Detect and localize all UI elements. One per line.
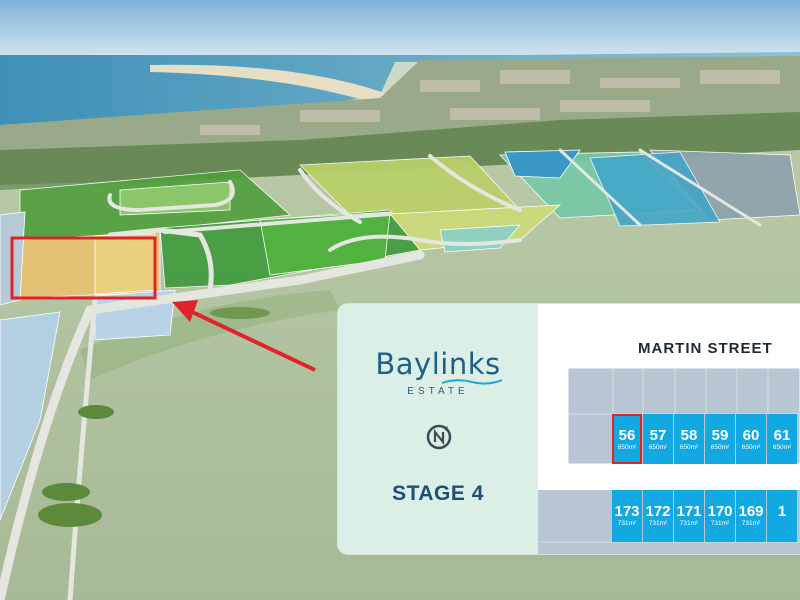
highlight-box: [10, 236, 157, 300]
lot-area: 731m²: [679, 520, 699, 527]
sky: [0, 0, 800, 60]
lot-number: 173: [614, 503, 640, 520]
lot-area: 731m²: [710, 520, 730, 527]
shrubs: [38, 307, 270, 527]
compass-icon: [426, 424, 452, 450]
lot-number: 171: [676, 503, 702, 520]
stage-title: STAGE 4: [392, 482, 484, 505]
estate-branding-panel: Baylinks ESTATE STAGE 4: [338, 304, 538, 554]
lot-area: 650m²: [710, 444, 730, 451]
lot-number: 59: [711, 427, 729, 444]
lot-area: 650m²: [772, 444, 792, 451]
estate-name: Baylinks: [375, 347, 501, 381]
town-blocks: [200, 70, 780, 135]
lot-area: 650m²: [741, 444, 761, 451]
lot-area: 731m²: [617, 520, 637, 527]
road-martin-street: [538, 322, 800, 362]
lot-1[interactable]: 1: [767, 490, 797, 542]
lot-area: 650m²: [679, 444, 699, 451]
lot-number: 172: [645, 503, 671, 520]
lot-number: 169: [738, 503, 764, 520]
arrow-icon: [172, 300, 316, 372]
lot-area: 731m²: [741, 520, 761, 527]
lot-area: 650m²: [648, 444, 668, 451]
lot-number: 57: [649, 427, 667, 444]
lot-area: 731m²: [648, 520, 668, 527]
lot-number: 58: [680, 427, 698, 444]
lot-number: 170: [707, 503, 733, 520]
lot-area: 650m²: [617, 444, 637, 451]
estate-subtitle: ESTATE: [407, 386, 469, 397]
road-vertical: [546, 304, 568, 464]
beach: [150, 64, 390, 102]
stage-plan-inset: Baylinks ESTATE STAGE 4: [338, 304, 800, 554]
lot-number: 60: [742, 427, 760, 444]
estate-logo: Baylinks ESTATE: [368, 348, 508, 397]
lot-number: 56: [618, 427, 636, 444]
lot-number: 61: [773, 427, 791, 444]
roads: [0, 148, 762, 600]
road-lower: [538, 464, 800, 490]
green-strip: [80, 290, 340, 380]
wave-icon: [442, 379, 502, 385]
street-label: MARTIN STREET: [638, 340, 773, 357]
lot-number: 1: [777, 503, 787, 520]
